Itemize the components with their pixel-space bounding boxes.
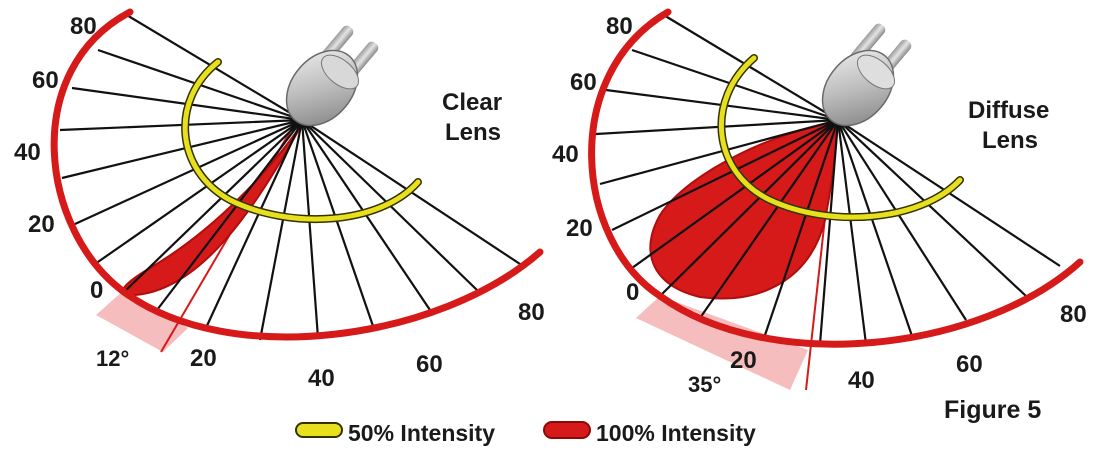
legend-item-100-intensity: 100% Intensity: [543, 420, 756, 446]
tick-left-20: 20: [28, 211, 55, 238]
tick-bottom-80: 80: [518, 299, 545, 326]
tick-left-20: 20: [566, 215, 593, 242]
legend: 50% Intensity 100% Intensity: [295, 420, 756, 446]
tick-left-80: 80: [70, 13, 97, 40]
tick-left-0: 0: [90, 277, 103, 304]
outer-scale-arc: [588, 8, 1084, 348]
beam-angle-label: 35°: [688, 372, 721, 397]
legend-item-50-intensity: 50% Intensity: [295, 420, 495, 446]
legend-swatch-yellow: [295, 422, 343, 438]
tick-left-60: 60: [570, 69, 597, 96]
outer-scale-arc: [50, 8, 544, 341]
tick-bottom-60: 60: [956, 351, 983, 378]
lens-label-line2: Lens: [982, 127, 1038, 154]
tick-bottom-60: 60: [416, 351, 443, 378]
panel-clear-lens: 80 60 40 20 0 20 40 60 80 12° Clear Lens: [14, 8, 545, 392]
lens-label-line1: Diffuse: [968, 97, 1049, 124]
tick-left-60: 60: [32, 67, 59, 94]
tick-left-40: 40: [14, 139, 41, 166]
radial-grid-lines: [595, 13, 1061, 345]
figure-label: Figure 5: [944, 396, 1041, 424]
legend-label-yellow: 50% Intensity: [348, 420, 495, 446]
led-clear: [285, 25, 379, 127]
tick-bottom-80: 80: [1060, 301, 1087, 328]
tick-bottom-40: 40: [308, 365, 335, 392]
beam-angle-wedge: [636, 296, 808, 390]
beam-angle-label: 12°: [96, 346, 129, 371]
tick-bottom-40: 40: [848, 367, 875, 394]
tick-left-80: 80: [606, 13, 633, 40]
tick-left-40: 40: [552, 141, 579, 168]
lens-label-line2: Lens: [445, 119, 501, 146]
tick-left-0: 0: [626, 279, 639, 306]
intensity-lobe-100: [121, 123, 303, 297]
tick-bottom-20: 20: [190, 345, 217, 372]
lens-label-line1: Clear: [442, 89, 502, 116]
tick-bottom-20: 20: [730, 347, 757, 374]
legend-swatch-red: [543, 421, 591, 439]
led-diffuse: [821, 23, 912, 127]
beam-angle-wedge: [96, 290, 188, 352]
legend-label-red: 100% Intensity: [596, 420, 756, 446]
panel-diffuse-lens: 80 60 40 20 0 20 40 60 80 35° Diffuse Le…: [552, 8, 1087, 397]
